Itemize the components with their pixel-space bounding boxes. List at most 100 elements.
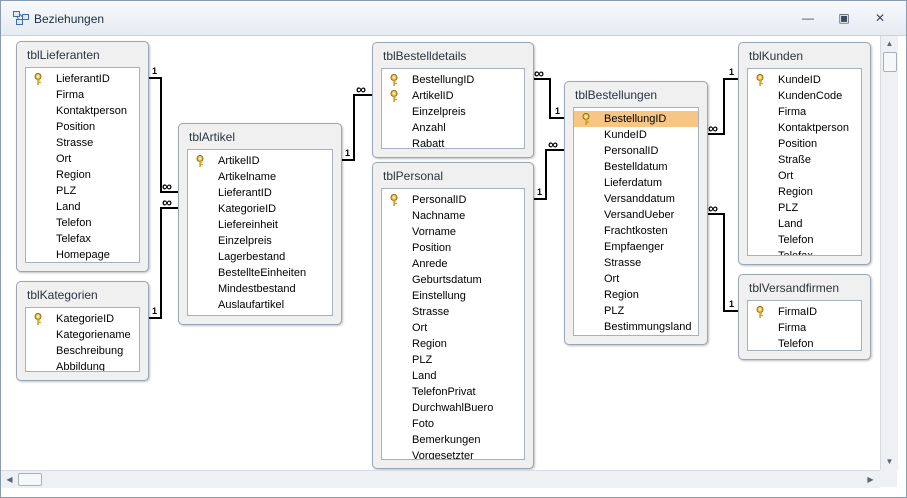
- field-row[interactable]: ArtikelID: [188, 153, 332, 169]
- field-row[interactable]: Lieferdatum: [574, 175, 698, 191]
- field-row[interactable]: PLZ: [574, 303, 698, 319]
- field-row[interactable]: Telefon: [748, 336, 861, 350]
- field-row[interactable]: BestellungID: [382, 72, 524, 88]
- field-row[interactable]: BestellteEinheiten: [188, 265, 332, 281]
- field-row[interactable]: Kontaktperson: [26, 103, 139, 119]
- field-row[interactable]: Einzelpreis: [382, 104, 524, 120]
- field-row[interactable]: Frachtkosten: [574, 223, 698, 239]
- field-row[interactable]: Nachname: [382, 208, 524, 224]
- field-row[interactable]: Lagerbestand: [188, 249, 332, 265]
- field-row[interactable]: Straße: [748, 152, 861, 168]
- field-row[interactable]: Geburtsdatum: [382, 272, 524, 288]
- field-row[interactable]: Strasse: [26, 135, 139, 151]
- field-row[interactable]: Land: [26, 199, 139, 215]
- field-row[interactable]: Region: [748, 184, 861, 200]
- field-row[interactable]: KategorieID: [188, 201, 332, 217]
- field-row[interactable]: LieferantID: [26, 71, 139, 87]
- field-row[interactable]: Rabatt: [382, 136, 524, 148]
- field-row[interactable]: Ort: [574, 271, 698, 287]
- relationship-line[interactable]: [532, 149, 564, 200]
- vertical-scroll-thumb[interactable]: [883, 52, 897, 72]
- field-row[interactable]: Bestimmungsland: [574, 319, 698, 335]
- table-title[interactable]: tblBestelldetails: [383, 49, 467, 63]
- field-row[interactable]: Einstellung: [382, 288, 524, 304]
- field-row[interactable]: Telefax: [26, 231, 139, 247]
- field-row[interactable]: Ort: [382, 320, 524, 336]
- field-row[interactable]: Position: [382, 240, 524, 256]
- relationship-line[interactable]: [147, 77, 178, 193]
- table-title[interactable]: tblVersandfirmen: [749, 281, 840, 295]
- vertical-scrollbar[interactable]: ▲ ▼: [880, 36, 898, 470]
- field-row[interactable]: Vorgesetzter: [382, 448, 524, 459]
- field-row[interactable]: KundenCode: [748, 88, 861, 104]
- field-row[interactable]: PersonalID: [574, 143, 698, 159]
- field-row[interactable]: Foto: [382, 416, 524, 432]
- field-row[interactable]: Telefax: [748, 248, 861, 255]
- field-row[interactable]: Telefon: [26, 215, 139, 231]
- field-row[interactable]: Mindestbestand: [188, 281, 332, 297]
- field-row[interactable]: Firma: [748, 320, 861, 336]
- field-row[interactable]: Artikelname: [188, 169, 332, 185]
- table-title[interactable]: tblKategorien: [27, 288, 98, 302]
- table-title[interactable]: tblArtikel: [189, 130, 236, 144]
- field-row[interactable]: Anzahl: [382, 120, 524, 136]
- minimize-button[interactable]: —: [802, 11, 814, 25]
- field-row[interactable]: Bestelldatum: [574, 159, 698, 175]
- field-row[interactable]: Kontaktperson: [748, 120, 861, 136]
- relationship-line[interactable]: [706, 78, 738, 135]
- relationship-line[interactable]: [340, 94, 372, 161]
- field-row[interactable]: Land: [748, 216, 861, 232]
- field-row[interactable]: FirmaID: [748, 304, 861, 320]
- field-row[interactable]: DurchwahlBuero: [382, 400, 524, 416]
- field-row[interactable]: Firma: [26, 87, 139, 103]
- field-row[interactable]: Abbildung: [26, 359, 139, 371]
- field-row[interactable]: Strasse: [382, 304, 524, 320]
- field-row[interactable]: Position: [26, 119, 139, 135]
- field-row[interactable]: Empfaenger: [574, 239, 698, 255]
- field-row[interactable]: PLZ: [26, 183, 139, 199]
- field-row[interactable]: Auslaufartikel: [188, 297, 332, 313]
- field-row[interactable]: Telefon: [748, 232, 861, 248]
- table-title[interactable]: tblLieferanten: [27, 48, 100, 62]
- scroll-down-arrow-icon[interactable]: ▼: [885, 457, 894, 466]
- table-title[interactable]: tblBestellungen: [575, 88, 658, 102]
- field-row[interactable]: KategorieID: [26, 311, 139, 327]
- field-row[interactable]: Versanddatum: [574, 191, 698, 207]
- field-row[interactable]: TelefonPrivat: [382, 384, 524, 400]
- table-title[interactable]: tblPersonal: [383, 169, 444, 183]
- field-row[interactable]: Vorname: [382, 224, 524, 240]
- field-row[interactable]: Liefereinheit: [188, 217, 332, 233]
- field-row[interactable]: Kategoriename: [26, 327, 139, 343]
- field-row[interactable]: Beschreibung: [26, 343, 139, 359]
- restore-button[interactable]: ▣: [838, 11, 850, 25]
- field-row[interactable]: Ort: [748, 168, 861, 184]
- scroll-up-arrow-icon[interactable]: ▲: [885, 39, 894, 48]
- field-row[interactable]: VersandUeber: [574, 207, 698, 223]
- field-row[interactable]: Bemerkungen: [382, 432, 524, 448]
- relationship-line[interactable]: [706, 213, 738, 312]
- relationship-line[interactable]: [147, 207, 178, 319]
- horizontal-scroll-thumb[interactable]: [18, 473, 42, 486]
- field-row[interactable]: Homepage: [26, 247, 139, 262]
- field-row[interactable]: Strasse: [574, 255, 698, 271]
- field-row[interactable]: PLZ: [748, 200, 861, 216]
- close-button[interactable]: ✕: [874, 11, 886, 25]
- field-row[interactable]: Anrede: [382, 256, 524, 272]
- field-row[interactable]: ArtikelID: [382, 88, 524, 104]
- field-row[interactable]: Position: [748, 136, 861, 152]
- field-row[interactable]: LieferantID: [188, 185, 332, 201]
- scroll-right-arrow-icon[interactable]: ▶: [867, 475, 874, 484]
- horizontal-scrollbar[interactable]: ◀ ▶: [1, 470, 880, 488]
- field-row[interactable]: PLZ: [382, 352, 524, 368]
